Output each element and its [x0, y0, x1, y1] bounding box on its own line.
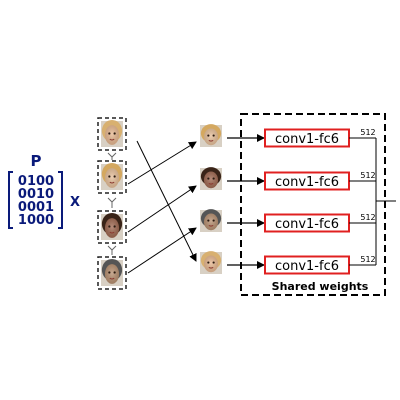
- permutation-matrix: P 0100 0010 0001 1000 X: [8, 152, 80, 229]
- permuted-face-2: [200, 167, 222, 190]
- face-eye: [212, 219, 215, 222]
- matrix-row: 0100: [18, 174, 54, 189]
- frame-connector: [107, 245, 117, 255]
- face-eye: [113, 175, 116, 178]
- permutation-arrow: [136, 140, 197, 262]
- face-shading: [203, 255, 219, 273]
- face-eye: [108, 271, 111, 274]
- feature-dim-label: 512: [360, 213, 375, 222]
- face-mouth: [208, 266, 214, 269]
- matrix-left-bracket: [8, 171, 13, 229]
- merge-lines: [375, 138, 396, 265]
- face-shading: [104, 125, 120, 145]
- permuted-face-1: [200, 124, 222, 147]
- face-shading: [203, 171, 219, 189]
- input-frame-column: [97, 117, 127, 290]
- matrix-row: 1000: [18, 213, 54, 228]
- face-mouth: [109, 138, 115, 141]
- face-eye: [212, 177, 215, 180]
- face-mouth: [109, 277, 115, 280]
- input-stack-box-4: [97, 256, 127, 290]
- matrix-right-bracket: [58, 171, 63, 229]
- frame-connector: [107, 197, 117, 208]
- input-face-3: [101, 212, 123, 240]
- feature-dim-label: 512: [360, 255, 375, 264]
- face-eye: [212, 134, 215, 137]
- face-eye: [108, 175, 111, 178]
- permuted-face-3: [200, 209, 222, 232]
- input-face-1: [101, 119, 123, 147]
- face-shading: [104, 168, 120, 188]
- face-mouth: [208, 182, 214, 185]
- conv-label: conv1-fc6: [275, 132, 339, 147]
- matrix-row: 0010: [18, 187, 54, 202]
- face-shading: [203, 128, 219, 146]
- face-eye: [207, 219, 210, 222]
- face-eye: [113, 132, 116, 135]
- permutation-arrow: [127, 227, 197, 274]
- feature-dim-label: 512: [360, 128, 375, 137]
- face-eye: [212, 261, 215, 264]
- face-mouth: [208, 224, 214, 227]
- permutation-arrow: [127, 141, 197, 185]
- face-eye: [207, 261, 210, 264]
- conv-label: conv1-fc6: [275, 175, 339, 190]
- input-stack-box-3: [97, 210, 127, 244]
- face-mouth: [208, 139, 214, 142]
- feature-dim-label: 512: [360, 171, 375, 180]
- face-mouth: [109, 231, 115, 234]
- shared-weights-box: [240, 113, 386, 296]
- face-eye: [207, 177, 210, 180]
- matrix-row: 0001: [18, 200, 54, 215]
- shared-weights-label: Shared weights: [272, 280, 369, 293]
- face-eye: [108, 132, 111, 135]
- face-shading: [203, 213, 219, 231]
- face-shading: [104, 218, 120, 238]
- frame-connector: [107, 152, 117, 160]
- face-eye: [207, 134, 210, 137]
- face-shading: [104, 264, 120, 284]
- permutation-arrow: [127, 185, 197, 233]
- permutation-arrows: [127, 140, 197, 274]
- input-stack-box-2: [97, 160, 127, 194]
- input-face-2: [101, 162, 123, 190]
- multiply-operator: X: [70, 195, 80, 210]
- conv-label: conv1-fc6: [275, 217, 339, 232]
- face-mouth: [109, 181, 115, 184]
- face-eye: [113, 225, 116, 228]
- input-face-4: [101, 258, 123, 286]
- conv-label: conv1-fc6: [275, 259, 339, 274]
- matrix-name: P: [31, 152, 42, 170]
- conv-branches: conv1-fc6 512 conv1-fc6 512 conv1-fc6 512 conv…: [227, 128, 376, 275]
- face-eye: [108, 225, 111, 228]
- face-eye: [113, 271, 116, 274]
- input-stack-box-1: [97, 117, 127, 151]
- faces-layer: [101, 119, 222, 286]
- permuted-face-4: [200, 251, 222, 274]
